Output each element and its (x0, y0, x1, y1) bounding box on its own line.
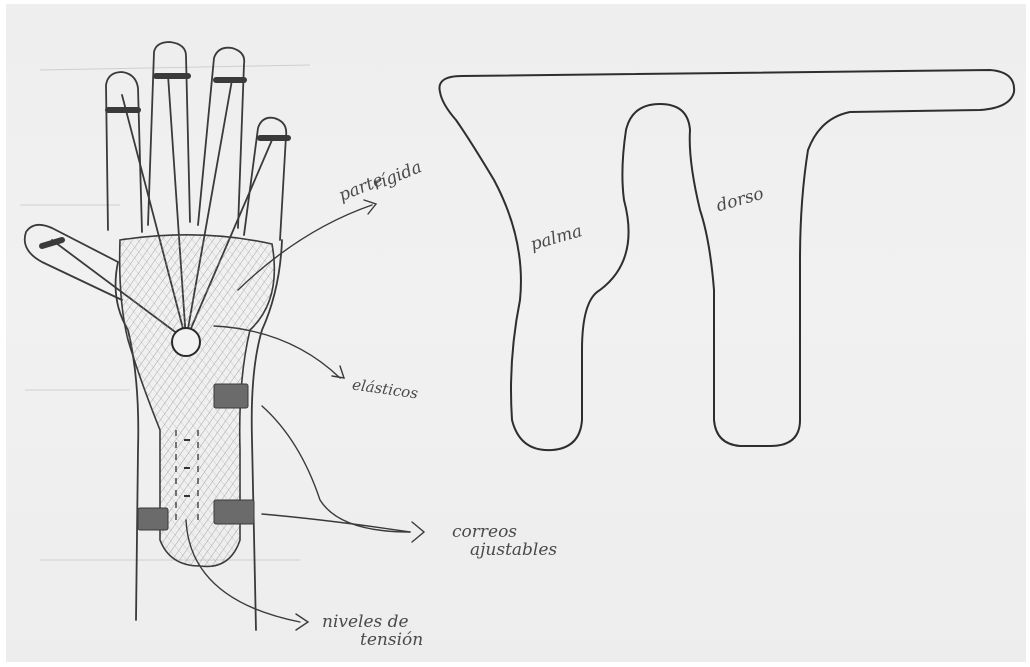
tension-label-line2: tensión (360, 630, 423, 650)
orthosis-pattern (439, 70, 1014, 450)
thumb (25, 225, 122, 300)
middle-finger (148, 42, 190, 225)
elastic-hub (172, 328, 200, 356)
straps-label-line1: correos (452, 522, 517, 542)
straps-label-line2: ajustables (470, 540, 557, 560)
tension-label-line1: niveles de (322, 612, 409, 632)
